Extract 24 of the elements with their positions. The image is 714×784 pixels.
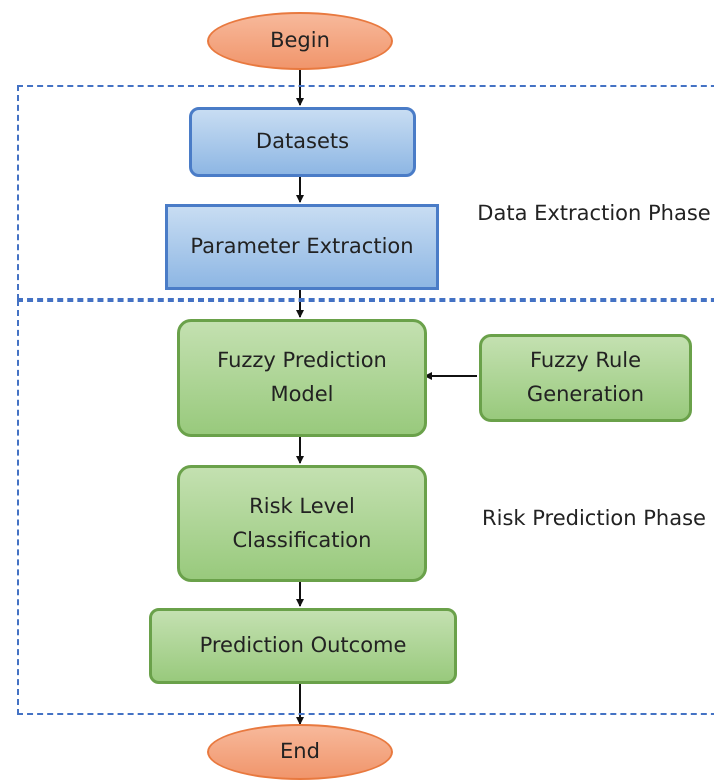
- arrow: [296, 435, 304, 464]
- process-box: [149, 608, 457, 684]
- process-box: [479, 334, 692, 422]
- arrow: [296, 70, 304, 106]
- node-label: Begin: [270, 27, 330, 54]
- node-label: Fuzzy Prediction Model: [216, 347, 388, 408]
- node-label: Datasets: [256, 128, 350, 156]
- phase-region: [17, 85, 714, 300]
- phase-region: [17, 300, 714, 715]
- phase-label: Data Extraction Phase: [476, 200, 712, 227]
- phase-label: Risk Prediction Phase: [481, 505, 707, 532]
- process-box: [177, 465, 427, 582]
- node-label: Prediction Outcome: [200, 632, 406, 660]
- process-box: [189, 107, 416, 177]
- arrow: [296, 580, 304, 607]
- node-label: End: [280, 738, 320, 766]
- arrow: [296, 682, 304, 725]
- node-label: Parameter Extraction: [190, 233, 414, 260]
- arrow: [296, 288, 304, 318]
- process-box: [165, 204, 439, 290]
- node-label: Fuzzy Rule Generation: [526, 347, 646, 408]
- node-label: Risk Level Classification: [232, 492, 372, 554]
- process-box: [177, 319, 427, 437]
- arrow: [296, 175, 304, 203]
